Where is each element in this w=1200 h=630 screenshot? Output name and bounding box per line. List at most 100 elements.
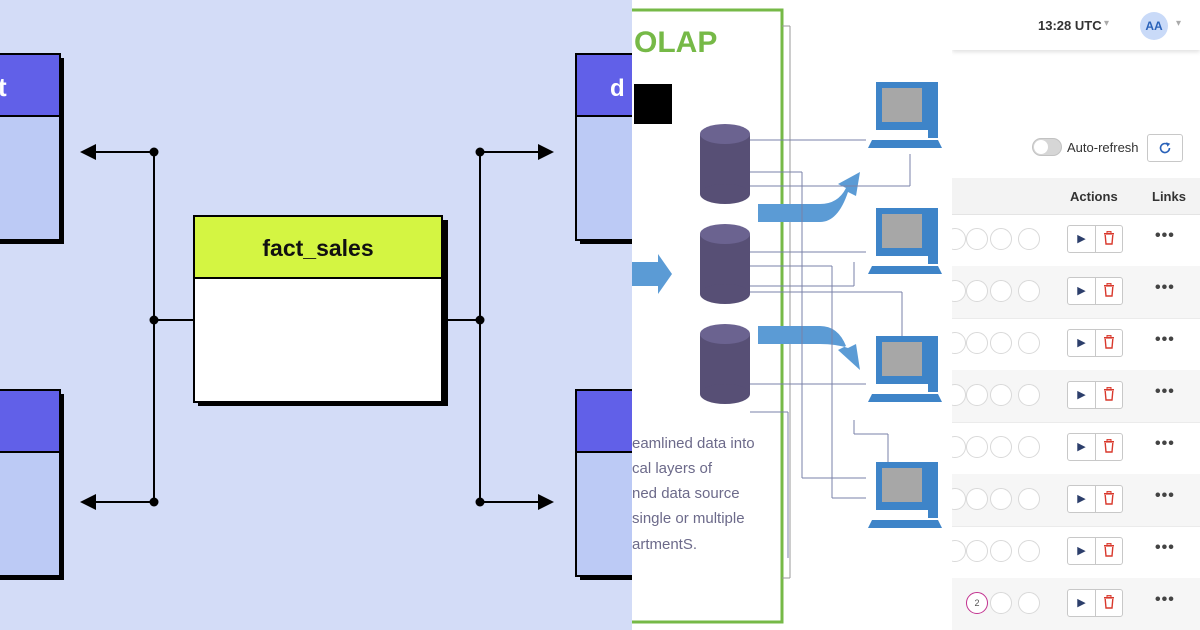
delete-button[interactable]: [1095, 486, 1122, 512]
status-circle[interactable]: [990, 540, 1012, 562]
olap-connectors: [750, 139, 911, 558]
table-row[interactable]: ▶ •••: [952, 318, 1200, 371]
delete-button[interactable]: [1095, 226, 1122, 252]
status-circle[interactable]: [990, 280, 1012, 302]
olap-panel: OLAP: [632, 0, 952, 630]
arrow-left-bottom: [80, 494, 96, 510]
star-schema-diagram: t d: [0, 53, 632, 580]
more-dots-icon[interactable]: •••: [1155, 383, 1175, 400]
play-button[interactable]: ▶: [1068, 590, 1096, 616]
trash-icon: [1103, 334, 1114, 349]
play-button[interactable]: ▶: [1068, 382, 1096, 408]
table-row[interactable]: ▶ •••: [952, 214, 1200, 267]
status-circle[interactable]: [952, 332, 966, 354]
status-circle[interactable]: [1018, 488, 1040, 510]
delete-button[interactable]: [1095, 590, 1122, 616]
dim-table-left-bottom: [0, 389, 64, 580]
status-circle[interactable]: [966, 332, 988, 354]
status-circle[interactable]: [952, 228, 966, 250]
status-circle[interactable]: [952, 436, 966, 458]
top-bar: 13:28 UTC ▾ AA ▾: [952, 0, 1200, 50]
database-cylinder-3: [700, 324, 750, 404]
more-dots-icon[interactable]: •••: [1155, 435, 1175, 452]
status-circle[interactable]: [952, 488, 966, 510]
status-circle[interactable]: [1018, 280, 1040, 302]
table-row[interactable]: ▶ •••: [952, 526, 1200, 579]
status-circle[interactable]: [952, 280, 966, 302]
status-circle[interactable]: [1018, 540, 1040, 562]
more-dots-icon[interactable]: •••: [1155, 591, 1175, 608]
status-circle[interactable]: [966, 488, 988, 510]
status-circle[interactable]: [966, 436, 988, 458]
delete-button[interactable]: [1095, 434, 1122, 460]
table-row[interactable]: ▶ •••: [952, 370, 1200, 423]
status-circle[interactable]: [1018, 592, 1040, 614]
auto-refresh-toggle[interactable]: [1032, 138, 1062, 156]
more-dots-icon[interactable]: •••: [1155, 539, 1175, 556]
status-circle[interactable]: [966, 540, 988, 562]
delete-button[interactable]: [1095, 382, 1122, 408]
status-circle[interactable]: 2: [966, 592, 988, 614]
table-row[interactable]: 2 ▶ •••: [952, 578, 1200, 630]
star-schema-panel: t d: [0, 0, 632, 630]
blue-arrow-down: [758, 326, 860, 370]
status-circle[interactable]: [990, 436, 1012, 458]
delete-button[interactable]: [1095, 330, 1122, 356]
row-actions: ▶: [1067, 589, 1123, 617]
auto-refresh-label: Auto-refresh: [1067, 140, 1139, 155]
status-circle[interactable]: [990, 332, 1012, 354]
connector-left: [94, 151, 194, 503]
status-circle[interactable]: [1018, 332, 1040, 354]
play-button[interactable]: ▶: [1068, 486, 1096, 512]
status-circle[interactable]: [952, 384, 966, 406]
status-circle[interactable]: [990, 488, 1012, 510]
status-circle[interactable]: [1018, 228, 1040, 250]
status-circle[interactable]: [990, 592, 1012, 614]
row-actions: ▶: [1067, 329, 1123, 357]
computer-icon-4: [868, 462, 942, 528]
play-icon: ▶: [1077, 389, 1086, 401]
trash-icon: [1103, 282, 1114, 297]
chevron-down-icon[interactable]: ▾: [1176, 18, 1182, 29]
status-circle[interactable]: [966, 280, 988, 302]
table-row[interactable]: ▶ •••: [952, 422, 1200, 475]
more-dots-icon[interactable]: •••: [1155, 279, 1175, 296]
more-dots-icon[interactable]: •••: [1155, 227, 1175, 244]
status-circle[interactable]: [1018, 384, 1040, 406]
play-icon: ▶: [1077, 493, 1086, 505]
trash-icon: [1103, 490, 1114, 505]
olap-border: [632, 8, 784, 624]
delete-button[interactable]: [1095, 278, 1122, 304]
database-cylinder-1: [700, 124, 750, 204]
delete-button[interactable]: [1095, 538, 1122, 564]
table-row[interactable]: ▶ •••: [952, 266, 1200, 319]
play-button[interactable]: ▶: [1068, 538, 1096, 564]
olap-text-line-5: artmentS.: [632, 536, 698, 553]
olap-text-line-4: single or multiple: [632, 510, 745, 527]
row-actions: ▶: [1067, 381, 1123, 409]
olap-text-line-1: eamlined data into: [632, 435, 755, 452]
dim-table-left-top-label: t: [0, 72, 7, 102]
play-button[interactable]: ▶: [1068, 278, 1096, 304]
status-circle[interactable]: [990, 384, 1012, 406]
row-actions: ▶: [1067, 433, 1123, 461]
chevron-down-icon[interactable]: ▾: [1104, 18, 1110, 29]
row-actions: ▶: [1067, 277, 1123, 305]
avatar[interactable]: AA: [1140, 12, 1168, 40]
clock-display[interactable]: 13:28 UTC: [1038, 18, 1102, 33]
play-icon: ▶: [1077, 441, 1086, 453]
status-circle[interactable]: [952, 540, 966, 562]
black-block: [634, 84, 672, 124]
table-row[interactable]: ▶ •••: [952, 474, 1200, 527]
more-dots-icon[interactable]: •••: [1155, 331, 1175, 348]
play-button[interactable]: ▶: [1068, 434, 1096, 460]
status-circle[interactable]: [1018, 436, 1040, 458]
more-dots-icon[interactable]: •••: [1155, 487, 1175, 504]
status-circle[interactable]: [990, 228, 1012, 250]
status-circle[interactable]: [966, 228, 988, 250]
play-button[interactable]: ▶: [1068, 330, 1096, 356]
table-header: Actions Links: [952, 178, 1200, 215]
refresh-button[interactable]: [1147, 134, 1183, 162]
status-circle[interactable]: [966, 384, 988, 406]
play-button[interactable]: ▶: [1068, 226, 1096, 252]
